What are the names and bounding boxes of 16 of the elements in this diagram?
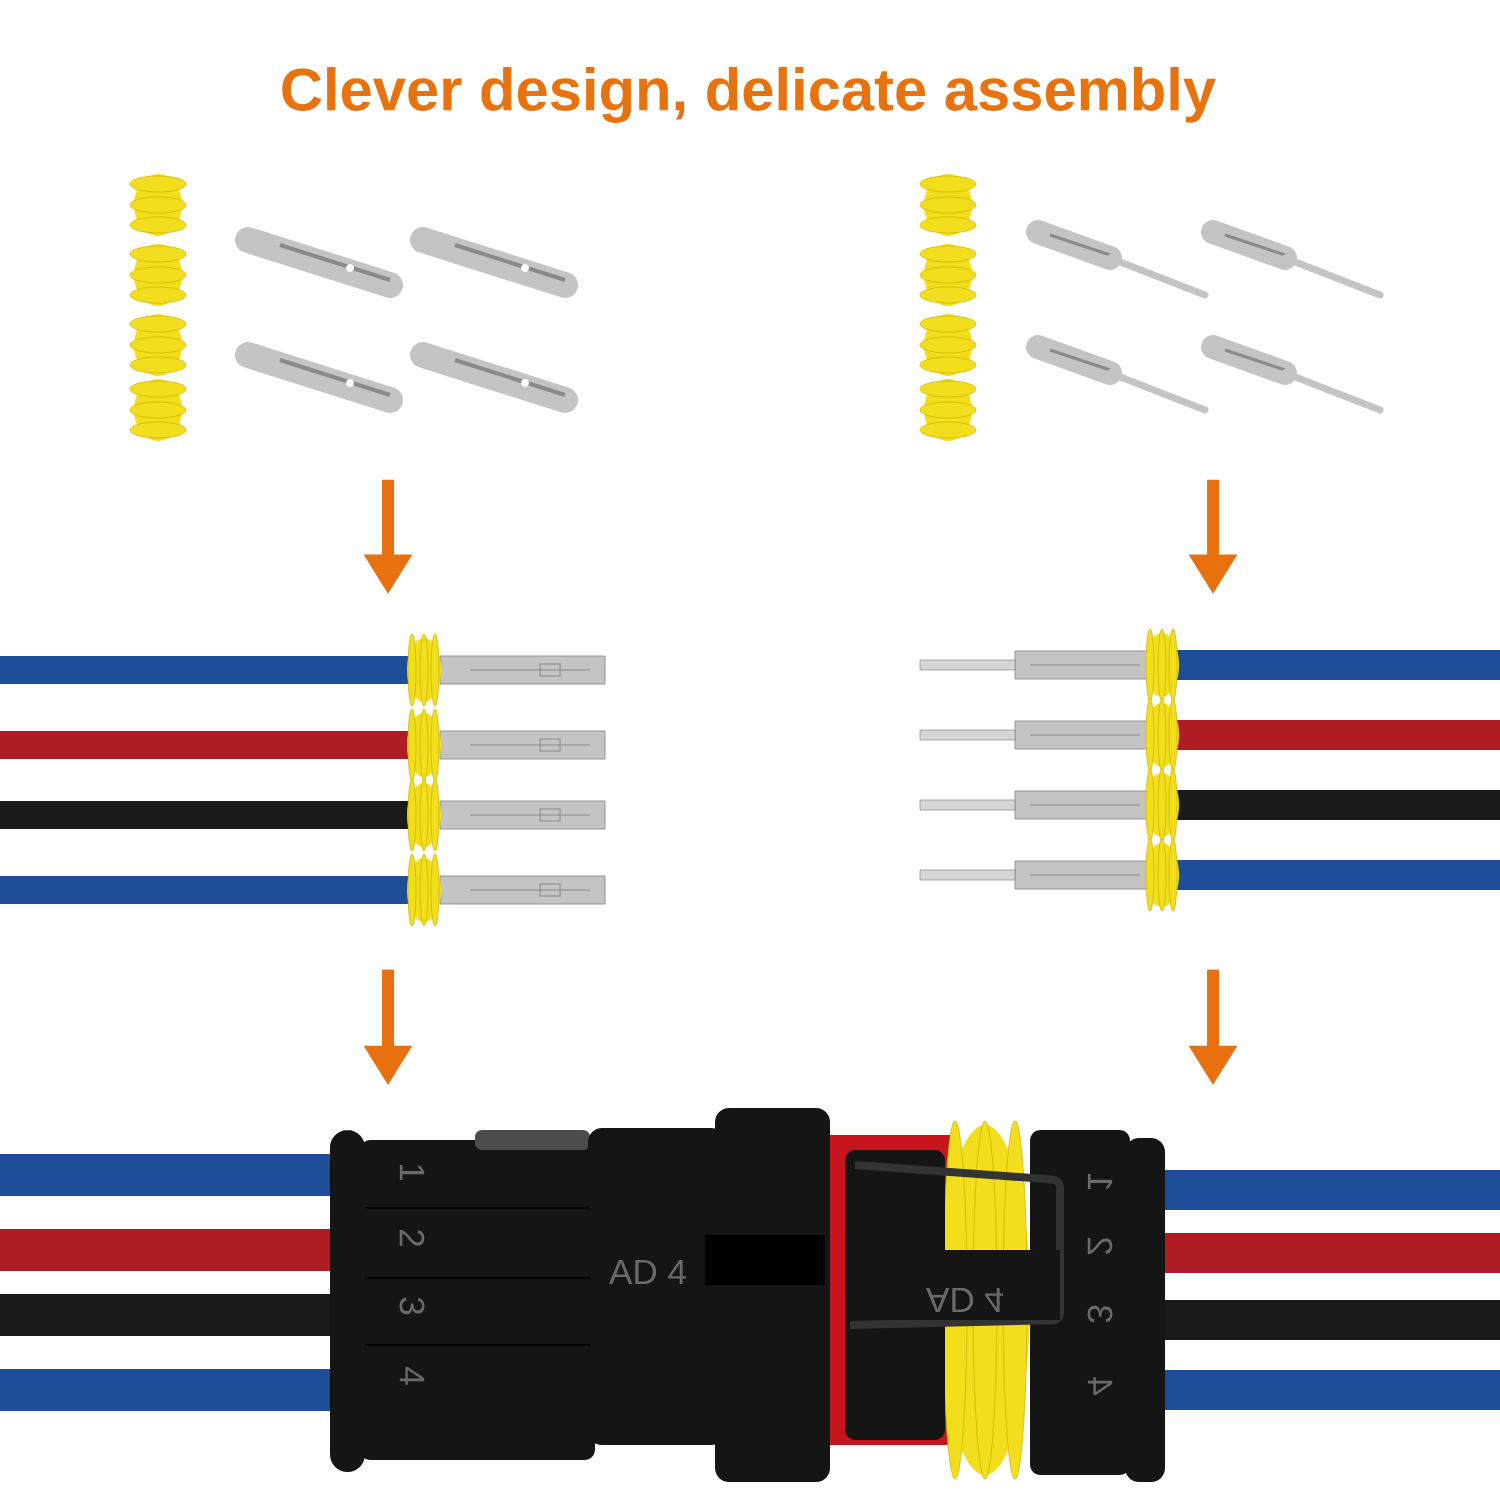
pin-number: 1: [1087, 1173, 1113, 1190]
terminals-seals-drawing: [919, 174, 1384, 441]
title: Clever design, delicate assembly: [282, 67, 1216, 123]
pin-number: 2: [1087, 1238, 1113, 1254]
model-marking: AD 4: [609, 1259, 686, 1285]
crimped-wires-drawing: [0, 633, 606, 927]
pin-number: 3: [1087, 1305, 1113, 1323]
pin-number: 4: [399, 1367, 425, 1385]
pin-number: 1: [399, 1164, 425, 1181]
pin-number: 2: [399, 1230, 425, 1246]
crimped-wires-drawing: [919, 628, 1500, 912]
terminals-seals-drawing: [129, 174, 578, 441]
model-marking: AD 4: [926, 1287, 1003, 1313]
pin-number: 3: [399, 1297, 425, 1315]
pin-number: 4: [1087, 1377, 1113, 1395]
connector-drawing: [0, 1108, 1500, 1482]
